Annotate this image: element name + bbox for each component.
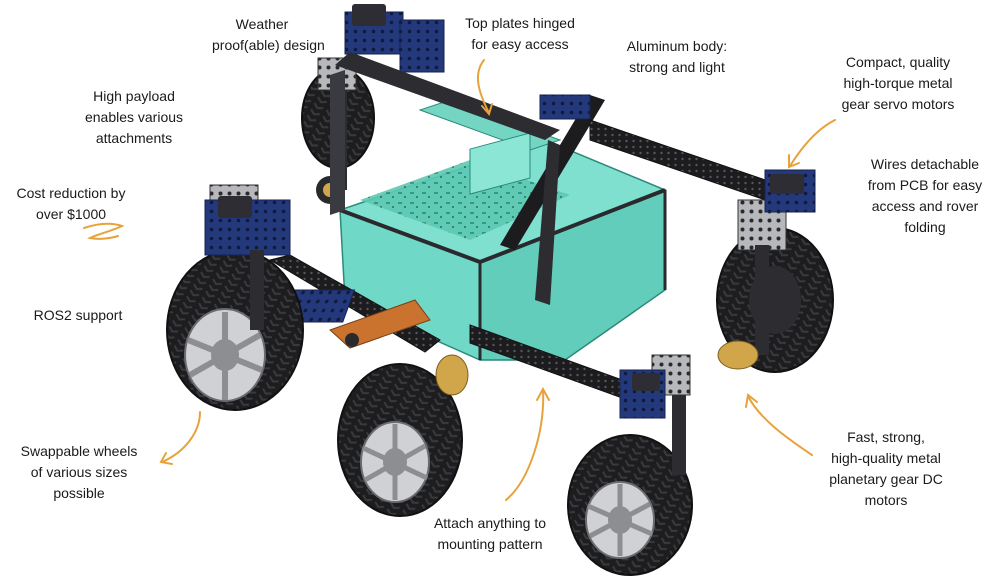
arrow-mounting (505, 389, 545, 501)
annotation-dc-motors-line-1: Fast, strong, (847, 429, 925, 445)
annotation-weather-line-2: proof(able) design (212, 37, 325, 53)
annotation-dc-motors-line-3: planetary gear DC (829, 471, 943, 487)
rover-body (330, 52, 668, 362)
annotation-wheels: Swappable wheels of various sizes possib… (16, 441, 142, 504)
annotation-wheels-line-2: of various sizes (30, 464, 128, 480)
annotation-mounting-line-2: mounting pattern (437, 536, 543, 552)
annotation-top-plates-line-2: for easy access (471, 36, 569, 52)
annotation-aluminum-line-2: strong and light (629, 59, 725, 75)
arrow-servo-head (788, 154, 800, 169)
annotation-cost: Cost reduction by over $1000 (8, 183, 134, 225)
annotation-dc-motors-line-2: high-quality metal (831, 450, 941, 466)
arrow-mounting-head (536, 386, 550, 401)
annotation-ros2-line-1: ROS2 support (33, 307, 123, 323)
wheel-front-left (166, 184, 304, 411)
annotation-dc-motors: Fast, strong, high-quality metal planeta… (818, 427, 954, 511)
annotation-aluminum-line-1: Aluminum body: (626, 38, 728, 54)
annotation-wheels-line-1: Swappable wheels (20, 443, 138, 459)
annotation-wires-line-1: Wires detachable (870, 156, 980, 172)
annotation-dc-motors-line-4: motors (864, 492, 908, 508)
annotation-cost-line-2: over $1000 (35, 206, 107, 222)
annotation-weather-line-1: Weather (235, 16, 289, 32)
annotation-top-plates: Top plates hinged for easy access (455, 13, 585, 55)
annotation-servo: Compact, quality high-torque metal gear … (830, 52, 966, 115)
annotation-servo-line-3: gear servo motors (841, 96, 955, 112)
annotation-ros2: ROS2 support (28, 305, 128, 326)
arrow-top-plates (476, 59, 490, 114)
annotation-weather: Weather proof(able) design (212, 14, 325, 56)
annotation-wires-line-2: from PCB for easy (867, 177, 983, 193)
wheel-front-right (567, 354, 693, 576)
annotation-cost-line-1: Cost reduction by (16, 185, 126, 201)
annotation-wires-line-4: folding (904, 219, 946, 235)
annotation-mounting: Attach anything to mounting pattern (420, 513, 560, 555)
annotation-wires: Wires detachable from PCB for easy acces… (860, 154, 990, 238)
annotation-servo-line-1: Compact, quality (845, 54, 951, 70)
arrow-top-plates-head (481, 103, 493, 117)
arrow-wheels (161, 411, 201, 463)
rocker-rail-left (268, 254, 441, 353)
annotation-payload-line-2: enables various (84, 109, 184, 125)
annotation-aluminum: Aluminum body: strong and light (618, 36, 736, 78)
arrow-dc-motors-head (745, 393, 758, 408)
annotation-wires-line-3: access and rover (871, 198, 979, 214)
annotation-payload-line-1: High payload (93, 88, 175, 104)
annotation-payload: High payload enables various attachments (82, 86, 186, 149)
annotation-mounting-line-1: Attach anything to (433, 515, 547, 531)
arrow-dc-motors (747, 395, 813, 456)
arrow-servo (789, 119, 836, 167)
wheel-middle-left (337, 354, 469, 517)
annotation-wheels-line-3: possible (53, 485, 105, 501)
annotation-servo-line-2: high-torque metal (843, 75, 953, 91)
annotation-payload-line-3: attachments (95, 130, 173, 146)
cost-underline-squiggle (83, 222, 125, 240)
annotation-top-plates-line-1: Top plates hinged (465, 15, 575, 31)
callout-arrows (83, 59, 836, 501)
bracket-body-right (282, 94, 591, 323)
arrow-wheels-head (159, 452, 173, 465)
wheel-right-rear (716, 169, 834, 373)
